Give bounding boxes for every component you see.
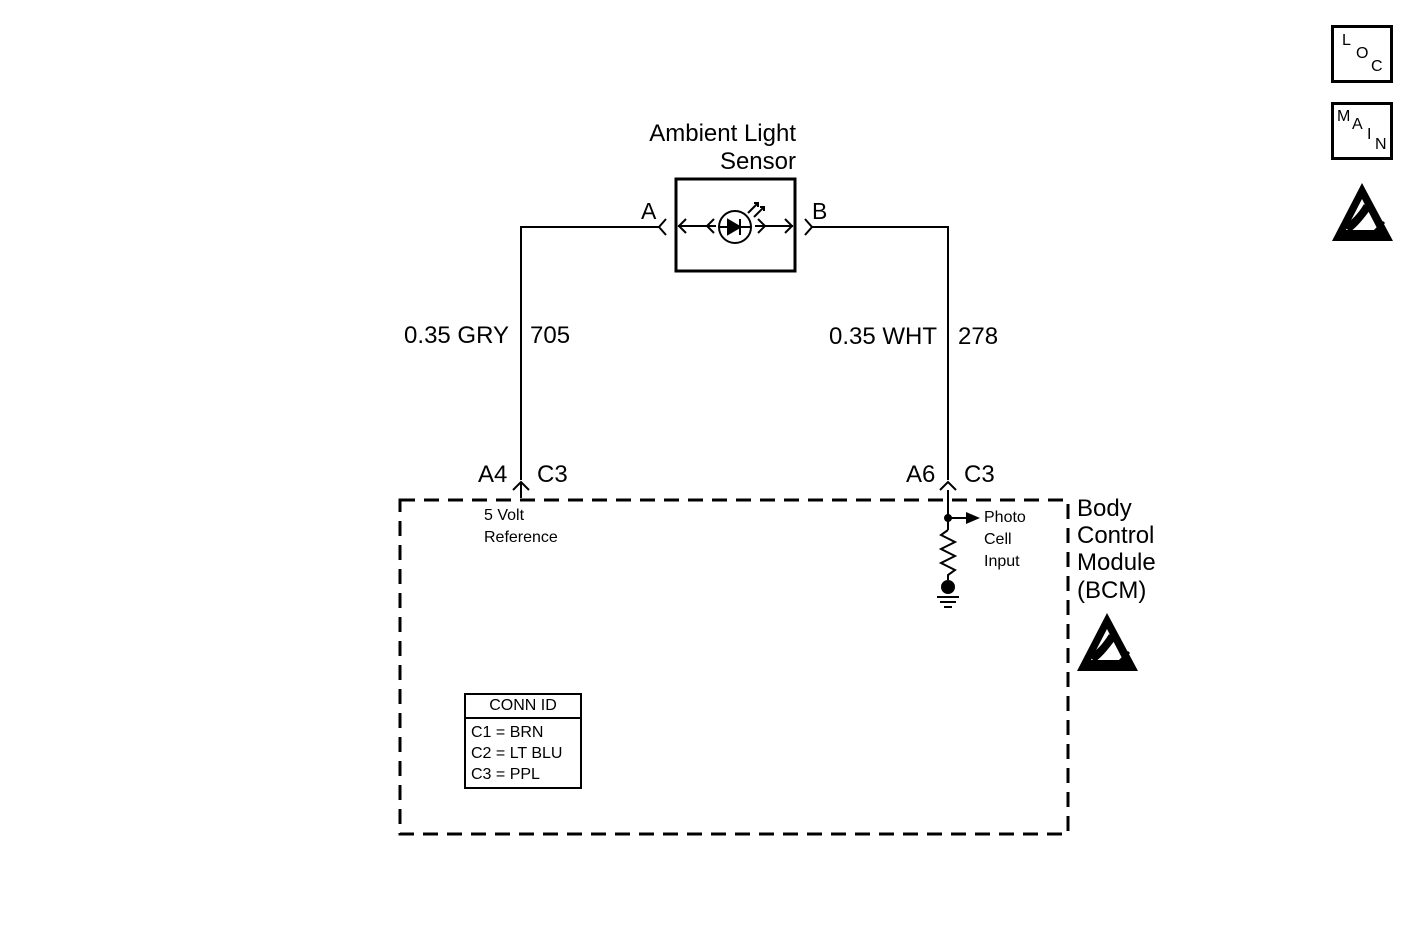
wire-right-gauge-color: 0.35 WHT [828,323,937,350]
conn-id-table: CONN ID C1 = BRN C2 = LT BLU C3 = PPL [464,693,582,789]
loc-letter: C [1371,58,1383,75]
wire-278[interactable] [811,226,949,480]
bcm-name-line2: Control [1077,522,1155,549]
main-letter: A [1352,116,1363,133]
bcm-input-line2: Cell [984,531,1012,548]
photo-cell-input-circuit [937,490,980,608]
main-letter: M [1337,108,1351,125]
wire-left-circuit: 705 [530,322,571,349]
loc-letter: O [1356,45,1369,62]
wire-right-circuit: 278 [958,323,999,350]
wire-705[interactable] [520,226,660,480]
bcm-name-line3: Module [1077,549,1156,576]
sensor-pin-a: A [641,198,657,224]
sensor-title-line2: Sensor [719,148,796,175]
bcm-input-line3: Input [984,553,1020,570]
bcm-boundary[interactable] [398,498,1070,836]
esd-warning-icon [1077,613,1138,671]
bcm-ref-line2: Reference [484,529,558,546]
main-button[interactable]: M A I N [1331,102,1393,160]
main-letter: I [1367,126,1372,143]
bcm-left-pin: A4 [478,461,508,488]
sensor-pin-b: B [812,198,828,224]
sensor-internal-leads [677,218,794,234]
bcm-name-line1: Body [1077,495,1132,522]
bcm-left-connector: C3 [537,461,568,488]
sensor-title-line1: Ambient Light [649,120,796,147]
bcm-ref-line1: 5 Volt [484,507,525,524]
bcm-connector-a6 [939,480,957,491]
bcm-connector-a4 [512,480,530,498]
main-letter: N [1375,136,1387,153]
ambient-light-sensor-body[interactable] [674,177,797,273]
loc-button[interactable]: L O C [1331,25,1393,83]
conn-id-row: C2 = LT BLU [471,745,563,762]
sensor-connector-b [804,218,814,236]
sensor-connector-a [657,218,667,236]
conn-id-row: C1 = BRN [471,724,544,741]
conn-id-title: CONN ID [466,695,580,719]
bcm-right-connector: C3 [964,461,995,488]
bcm-right-pin: A6 [906,461,936,488]
esd-warning-icon [1332,183,1393,241]
conn-id-row: C3 = PPL [471,766,540,783]
bcm-input-line1: Photo [984,509,1026,526]
photodiode-icon [718,202,765,244]
bcm-name-line4: (BCM) [1077,577,1147,604]
wire-left-gauge-color: 0.35 GRY [404,322,509,349]
loc-letter: L [1342,32,1351,49]
